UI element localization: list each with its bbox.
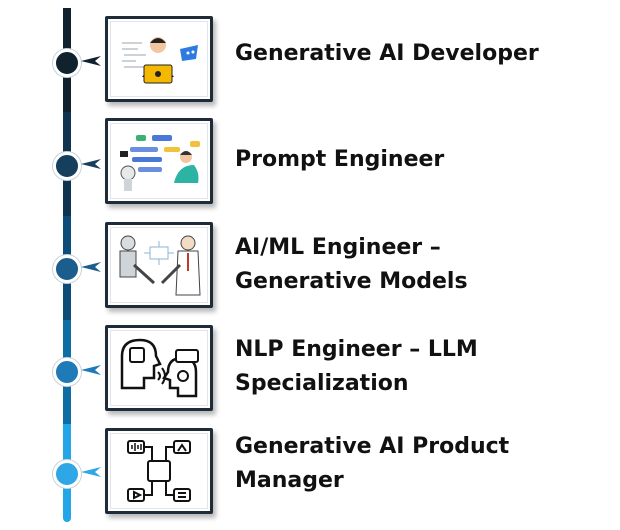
- connector-icon: [81, 56, 101, 66]
- card: [105, 428, 213, 514]
- timeline-node: [53, 358, 81, 386]
- timeline-node: [53, 49, 81, 77]
- connector-icon: [81, 467, 101, 477]
- robot-handshake-icon: [119, 235, 201, 296]
- item-title: Generative AI Product Manager: [235, 434, 510, 493]
- timeline-node: [53, 152, 81, 180]
- card: [105, 16, 213, 102]
- connector-icon: [81, 159, 101, 169]
- ai-product-chip-icon: [127, 440, 191, 502]
- timeline-node: [53, 460, 81, 488]
- connector-icon: [81, 262, 101, 272]
- item-title: AI/ML Engineer – Generative Models: [235, 235, 468, 294]
- card: [105, 222, 213, 308]
- item-title: NLP Engineer – LLM Specialization: [235, 337, 478, 396]
- developer-laptop-icon: [122, 37, 198, 84]
- nlp-heads-icon: [120, 338, 199, 398]
- chat-robot-human-icon: [120, 135, 200, 191]
- item-title: Prompt Engineer: [235, 147, 445, 172]
- card: [105, 325, 213, 411]
- timeline-node: [53, 255, 81, 283]
- card: [105, 118, 213, 204]
- connector-icon: [81, 365, 101, 375]
- item-title: Generative AI Developer: [235, 41, 539, 66]
